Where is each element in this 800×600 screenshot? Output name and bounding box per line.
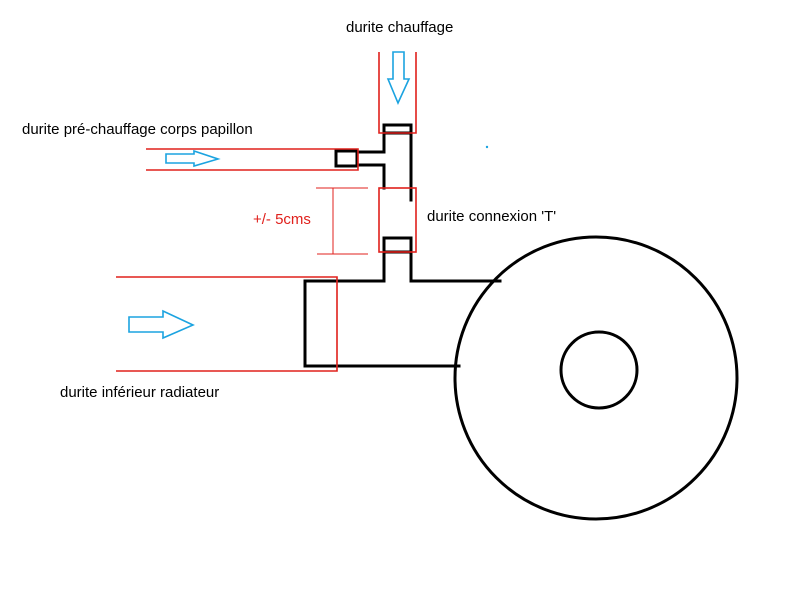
hoses — [116, 52, 417, 372]
t-body-left-lower — [355, 163, 386, 190]
stray-dot — [485, 145, 489, 149]
t-body-left-upper — [355, 131, 386, 154]
arrow-down-icon — [386, 51, 411, 105]
t-connection-label: durite connexion 'T' — [427, 208, 557, 225]
lower-radiator-hose — [116, 276, 338, 372]
side-stub — [334, 149, 359, 168]
lower-radiator-label: durite inférieur radiateur — [60, 384, 220, 401]
pump-outer-circle — [453, 235, 739, 521]
t-connection-hose — [378, 187, 417, 253]
arrow-right-icon — [128, 309, 195, 340]
arrow-right-icon — [165, 149, 221, 168]
preheat-hose — [146, 148, 359, 171]
preheat-hose-label: durite pré-chauffage corps papillon — [22, 121, 253, 138]
connector-stub — [382, 236, 413, 254]
heater-hose-label: durite chauffage — [346, 19, 454, 36]
top-stub — [382, 123, 413, 135]
pump-housing — [453, 235, 739, 521]
dimension-marker — [316, 187, 368, 255]
main-pipe — [303, 279, 461, 368]
distance-label: +/- 5cms — [253, 211, 311, 228]
flow-arrows — [128, 51, 411, 340]
heater-hose — [378, 52, 417, 134]
pump-inner-circle — [559, 330, 639, 410]
t-fitting-outline — [303, 123, 502, 368]
